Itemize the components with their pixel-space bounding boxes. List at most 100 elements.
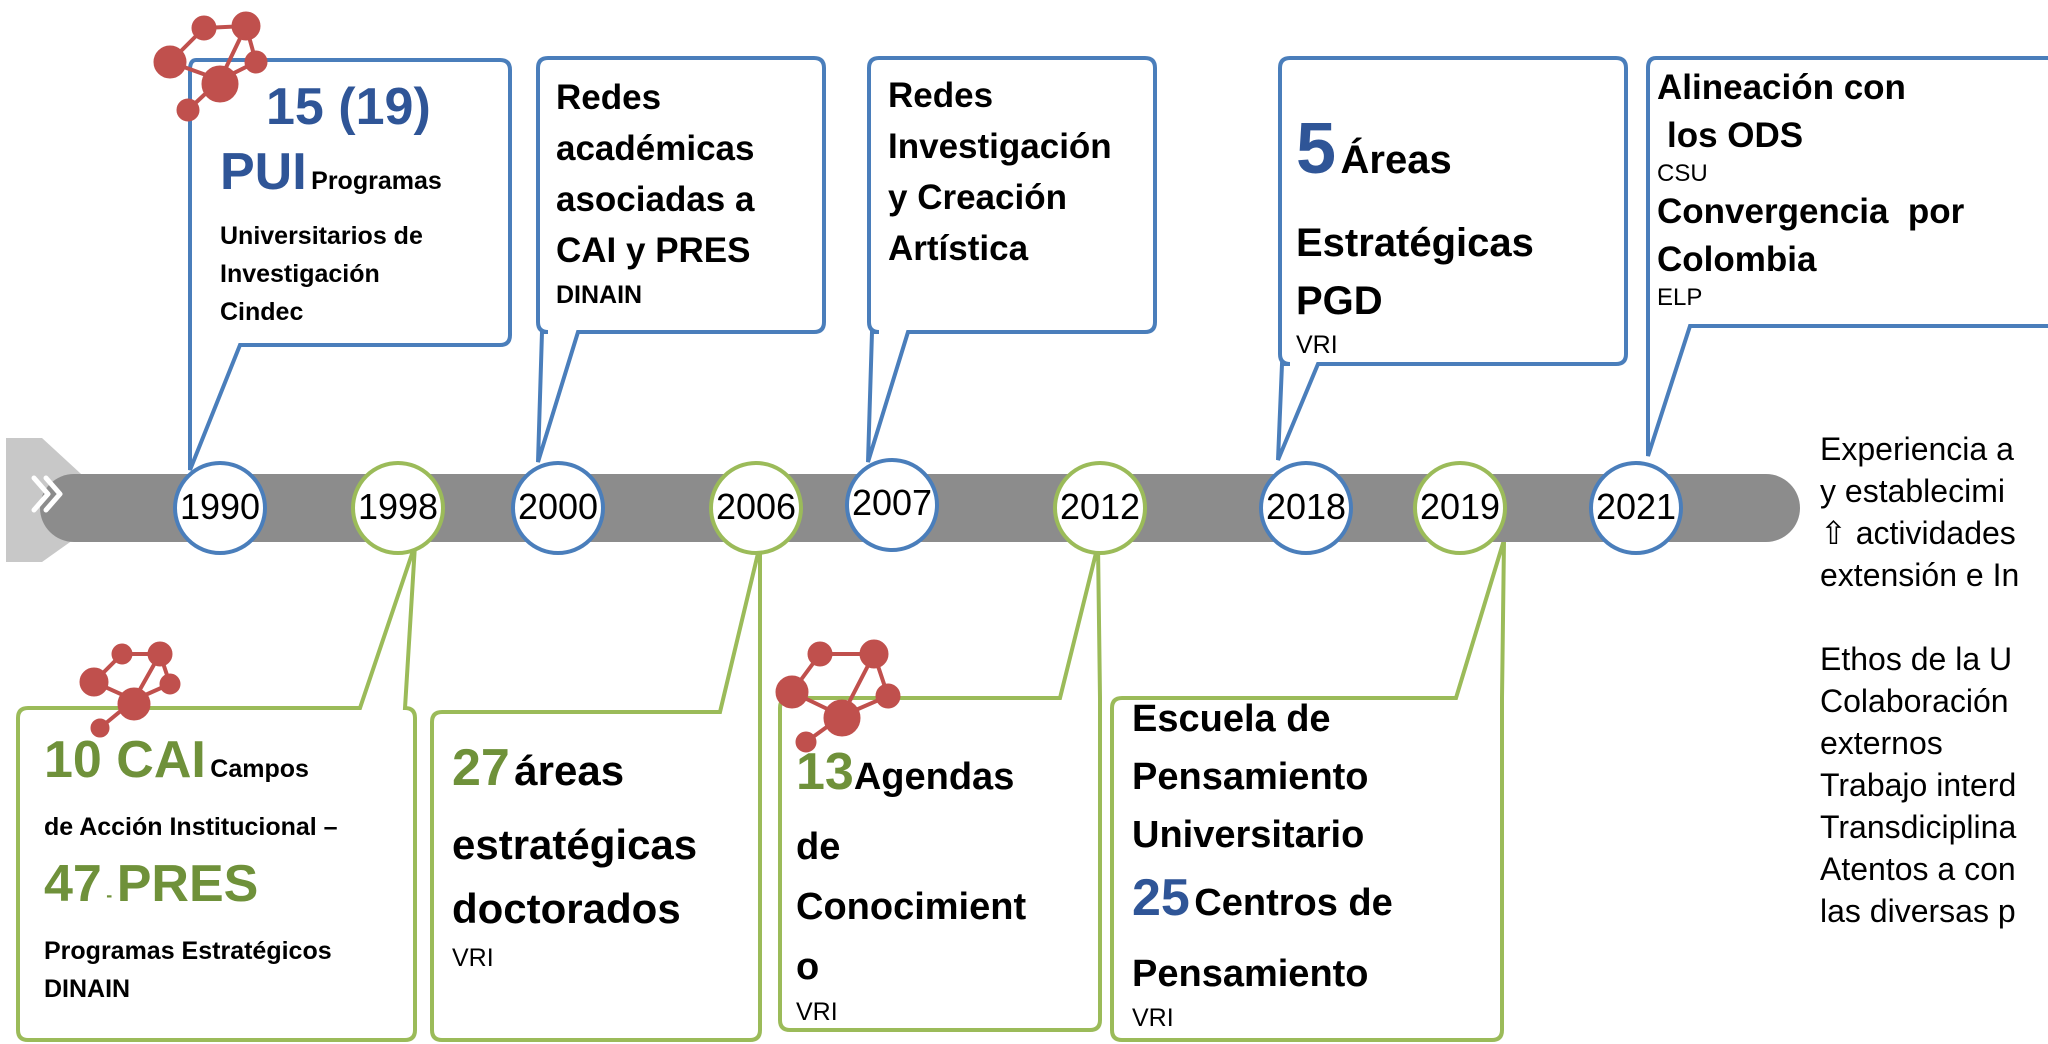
- areas-count: 5: [1296, 109, 1337, 189]
- centros-line-1: 25 Centros de: [1132, 864, 1500, 945]
- callout-2000: [536, 56, 826, 463]
- redes-acad-line-2: académicas: [556, 129, 755, 168]
- callout-2006: [430, 544, 763, 1042]
- pres-abbrev: PRES: [116, 855, 259, 913]
- redes-inv-line-2: Investigación: [888, 127, 1112, 166]
- agendas-line-2: de: [796, 826, 841, 868]
- doct-line-1: 27 áreas: [452, 736, 757, 813]
- convergencia-line-1: Convergencia por: [1657, 192, 1965, 231]
- callout-2012-text: 13Agendas de Conocimient o VRI: [796, 740, 1098, 1027]
- redes-acad-line-1: Redes: [556, 78, 662, 117]
- ods-line-2: los ODS: [1667, 116, 1804, 155]
- pui-desc-3: Cindec: [220, 298, 304, 326]
- redes-inv-line-1: Redes: [888, 76, 994, 115]
- escuela-line-2: Pensamiento: [1132, 756, 1369, 798]
- centros-count: 25: [1132, 869, 1190, 927]
- side-line: Ethos de la U: [1820, 641, 2013, 677]
- doct-org: VRI: [452, 944, 494, 972]
- network-icon: [775, 639, 901, 753]
- agendas-word: Agendas: [853, 756, 1015, 798]
- year-circle-2012: [1053, 461, 1147, 555]
- agendas-line-4: o: [796, 946, 820, 988]
- side-line: Atentos a con: [1820, 851, 2016, 887]
- callout-2019: [1110, 539, 1506, 1042]
- pres-desc: Programas Estratégicos: [44, 937, 332, 965]
- side-line: las diversas p: [1820, 893, 2016, 929]
- pres-dash: -: [106, 885, 113, 905]
- year-label-2019: 2019: [1419, 486, 1501, 527]
- doct-count: 27: [452, 739, 510, 797]
- areas-word: Áreas: [1340, 138, 1452, 182]
- cai-line-2: de Acción Institucional –: [44, 813, 338, 841]
- callout-2021-text: Alineación con los ODS CSU Convergencia …: [1657, 64, 2047, 312]
- side-line: Experiencia a: [1820, 431, 2014, 467]
- doct-line-3: doctorados: [452, 885, 681, 932]
- callout-2021: [1646, 56, 2048, 457]
- ods-line-1: Alineación con: [1657, 68, 1906, 107]
- convergencia-line-2: Colombia: [1657, 240, 1817, 279]
- side-line: extensión e In: [1820, 557, 2020, 593]
- year-circle-2006: [709, 461, 803, 555]
- year-label-2007: 2007: [851, 482, 933, 523]
- redes-acad-org: DINAIN: [556, 281, 643, 309]
- pui-count: 15 (19): [266, 78, 431, 136]
- side-description: Experiencia a y establecimi ⇧ actividade…: [1820, 428, 2048, 932]
- year-label-1998: 1998: [357, 486, 439, 527]
- centros-line-2: Pensamiento: [1132, 953, 1369, 995]
- year-circle-2018: [1259, 461, 1353, 555]
- cai-count: 10 CAI: [44, 731, 206, 789]
- callout-2000-text: Redes académicas asociadas a CAI y PRES …: [556, 72, 821, 314]
- side-line: ⇧ actividades: [1820, 515, 2016, 551]
- agendas-line-1: 13Agendas: [796, 740, 1098, 817]
- agendas-count: 13: [796, 743, 854, 801]
- year-label-2006: 2006: [715, 486, 797, 527]
- side-line: y establecimi: [1820, 473, 2005, 509]
- areas-org: VRI: [1296, 331, 1338, 359]
- year-label-1990: 1990: [179, 486, 261, 527]
- pui-title-line: PUI Programas: [220, 140, 505, 217]
- agendas-line-3: Conocimient: [796, 886, 1027, 928]
- year-label-2021: 2021: [1595, 486, 1677, 527]
- callout-2018: [1276, 56, 1628, 461]
- areas-line-3: PGD: [1296, 279, 1383, 323]
- network-icon: [79, 641, 181, 738]
- redes-inv-line-4: Artística: [888, 229, 1029, 268]
- callout-1990-text: 15 (19) PUI Programas Universitarios de …: [220, 74, 505, 331]
- chevron-right-icon: [31, 475, 63, 513]
- callout-1990: [188, 58, 512, 471]
- pui-desc-1: Universitarios de: [220, 222, 423, 250]
- side-line: Trabajo interd: [1820, 767, 2017, 803]
- redes-inv-line-3: y Creación: [888, 178, 1067, 217]
- year-label-2000: 2000: [517, 486, 599, 527]
- ods-org: CSU: [1657, 160, 1708, 187]
- callout-2019-text: Escuela de Pensamiento Universitario 25 …: [1132, 690, 1500, 1033]
- year-circle-1990: [173, 461, 267, 555]
- areas-line-2: Estratégicas: [1296, 221, 1534, 265]
- callout-2018-text: 5 Áreas Estratégicas PGD VRI: [1296, 104, 1621, 360]
- callout-1998-text: 10 CAI Campos de Acción Institucional – …: [44, 728, 409, 1008]
- pui-suffix: Programas: [311, 167, 442, 195]
- doct-line-2: estratégicas: [452, 821, 698, 868]
- network-icon: [153, 11, 268, 122]
- side-line-blank: [1820, 596, 2048, 638]
- year-circle-1998: [351, 461, 445, 555]
- pres-count: 47: [44, 855, 102, 913]
- year-circle-2000: [511, 461, 605, 555]
- escuela-line-1: Escuela de: [1132, 698, 1331, 740]
- centros-org: VRI: [1132, 1004, 1174, 1032]
- callout-2007-text: Redes Investigación y Creación Artística: [888, 70, 1153, 274]
- areas-line-1: 5 Áreas: [1296, 104, 1621, 214]
- callout-2007: [866, 56, 1157, 463]
- year-circle-2021: [1589, 461, 1683, 555]
- cai-suffix: Campos: [210, 755, 309, 783]
- agendas-org: VRI: [796, 998, 838, 1026]
- year-circle-2007: [845, 458, 939, 552]
- doct-word: áreas: [514, 747, 625, 794]
- pui-abbrev: PUI: [220, 143, 307, 201]
- pres-org: DINAIN: [44, 975, 131, 1003]
- callout-2006-text: 27 áreas estratégicas doctorados VRI: [452, 736, 757, 975]
- cai-line-1: 10 CAI Campos: [44, 728, 409, 805]
- convergencia-org: ELP: [1657, 284, 1703, 311]
- year-label-2018: 2018: [1265, 486, 1347, 527]
